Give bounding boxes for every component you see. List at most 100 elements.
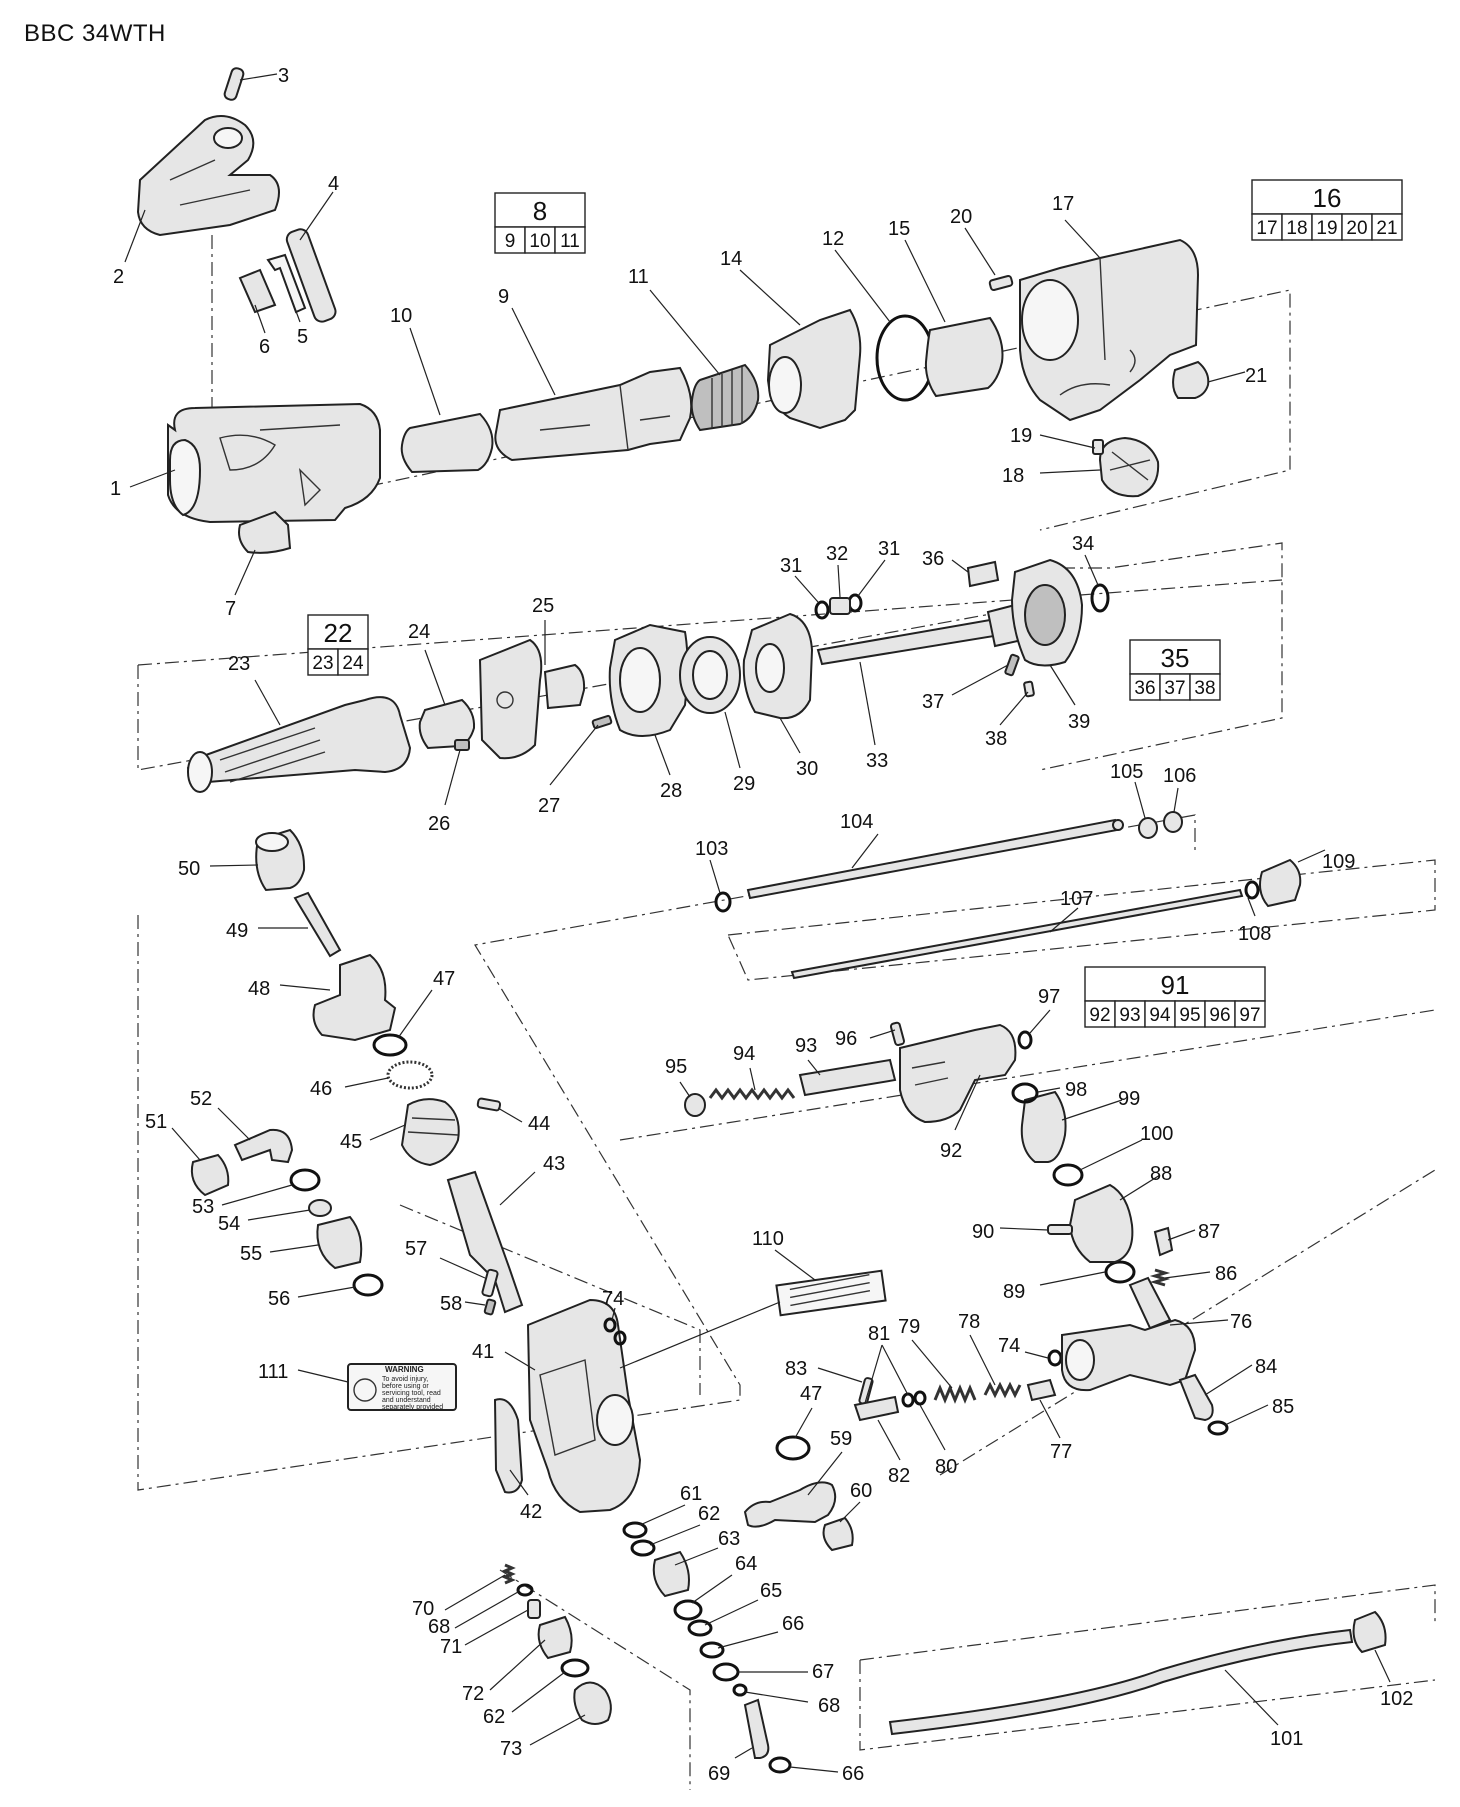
- leader-73: [529, 1714, 586, 1746]
- part-108-ring: [1244, 880, 1260, 900]
- leader-82: [877, 1419, 901, 1461]
- part-17-housing-bore: [1021, 279, 1079, 361]
- callout-62-lower: 62: [483, 1706, 505, 1728]
- part-80-ring: [913, 1390, 927, 1406]
- leader-50: [209, 864, 259, 867]
- leader-38: [999, 691, 1029, 726]
- leader-90: [999, 1227, 1049, 1231]
- kit-91-main: 91: [1161, 970, 1190, 1000]
- callout-47-lower: 47: [800, 1383, 822, 1405]
- kit-91-sub-1: 92: [1089, 1005, 1110, 1026]
- callout-31-right: 31: [878, 538, 900, 560]
- kit-91-sub-cell-6: [1234, 1000, 1266, 1028]
- leader-34: [1084, 554, 1099, 586]
- leader-41: [504, 1351, 536, 1371]
- callout-58: 58: [440, 1293, 462, 1315]
- part-111-warning-decal: WARNING To avoid injury, before using or…: [347, 1363, 457, 1411]
- callout-83: 83: [785, 1358, 807, 1380]
- part-41-valve-body: [526, 1298, 642, 1514]
- kit-16-sub-1: 17: [1256, 218, 1277, 239]
- boundary-rod-assembly: [727, 859, 1436, 981]
- callout-100: 100: [1140, 1123, 1173, 1145]
- callout-20: 20: [950, 206, 972, 228]
- boundary-handle-assembly: [137, 814, 1196, 1491]
- leader-36: [951, 559, 969, 573]
- part-46-ball-ring: [386, 1060, 434, 1090]
- part-17-housing-detail: [1059, 257, 1136, 396]
- kit-22-sub-1: 23: [312, 653, 333, 674]
- part-41-valve-body-detail: [539, 1359, 596, 1456]
- part-54-ring: [308, 1199, 332, 1217]
- leader-68b: [744, 1691, 809, 1703]
- part-62b-ring: [560, 1658, 590, 1678]
- part-34-washer: [1090, 583, 1110, 613]
- callout-105: 105: [1110, 761, 1143, 783]
- leader-58: [464, 1301, 486, 1306]
- callout-109: 109: [1322, 851, 1355, 873]
- callout-60: 60: [850, 1480, 872, 1502]
- leader-1: [129, 469, 176, 488]
- part-1-front-head-face: [169, 438, 202, 517]
- part-67-ring: [712, 1662, 740, 1682]
- callout-67: 67: [812, 1661, 834, 1683]
- leader-2: [124, 209, 146, 263]
- leader-27: [549, 724, 599, 786]
- part-2-bracket-hole: [213, 127, 243, 149]
- leader-88: [1119, 1174, 1161, 1201]
- callout-23: 23: [228, 653, 250, 675]
- part-95-plug: [684, 1093, 706, 1117]
- leader-17: [1064, 219, 1101, 259]
- part-79-spring: [933, 1384, 977, 1404]
- part-87-valve: [1153, 1226, 1174, 1257]
- leader-93: [807, 1059, 821, 1076]
- part-57-pin: [481, 1268, 499, 1298]
- callout-45: 45: [340, 1131, 362, 1153]
- leader-55: [269, 1244, 319, 1253]
- leader-63: [674, 1547, 719, 1566]
- part-68b-ring: [732, 1683, 748, 1697]
- part-23-shank-splines: [219, 727, 326, 783]
- part-2-bracket-detail: [169, 159, 251, 206]
- callout-25: 25: [532, 595, 554, 617]
- callout-87: 87: [1198, 1221, 1220, 1243]
- leader-97: [1029, 1009, 1051, 1034]
- boundary-valve-assembly: [619, 1009, 1436, 1141]
- callout-12: 12: [822, 228, 844, 250]
- part-111-decal-icon: [353, 1378, 377, 1402]
- part-30-endcap-bore: [755, 643, 785, 693]
- leader-39: [1049, 664, 1076, 706]
- parts: WARNING To avoid injury, before using or…: [136, 67, 1387, 1774]
- part-63-valve: [652, 1550, 690, 1598]
- part-1-front-head: [167, 402, 381, 524]
- callout-68-right: 68: [818, 1695, 840, 1717]
- callout-43: 43: [543, 1153, 565, 1175]
- callout-27: 27: [538, 795, 560, 817]
- leader-62b: [511, 1671, 566, 1713]
- callout-31-left: 31: [780, 555, 802, 577]
- callout-30: 30: [796, 758, 818, 780]
- part-76-housing-face: [1065, 1339, 1095, 1381]
- part-99-sleeve: [1020, 1090, 1067, 1163]
- callout-44: 44: [528, 1113, 550, 1135]
- leader-70: [444, 1574, 506, 1611]
- part-64-ring: [673, 1599, 703, 1621]
- part-89-ring: [1104, 1260, 1136, 1284]
- kit-8-sub-2: 10: [529, 231, 550, 252]
- leader-12: [834, 249, 891, 323]
- leader-29: [724, 711, 741, 769]
- callout-101: 101: [1270, 1728, 1303, 1750]
- part-101-tube: [888, 1628, 1354, 1736]
- kit-16-sub-cell-1: [1251, 213, 1283, 241]
- leader-6: [254, 304, 266, 334]
- kit-table-8: 8 9 10 11: [494, 192, 586, 254]
- part-111-decal-line-2: before using or: [382, 1383, 429, 1390]
- part-43-stem: [446, 1170, 524, 1314]
- part-85-ring: [1207, 1420, 1229, 1436]
- part-23-shank: [186, 696, 412, 784]
- part-29-bearing-inner: [692, 650, 728, 700]
- leader-48: [279, 984, 331, 991]
- part-9-sleeve-detail: [539, 384, 671, 451]
- callout-95: 95: [665, 1056, 687, 1078]
- part-98-ring: [1011, 1082, 1039, 1104]
- part-86-spring: [1149, 1268, 1171, 1287]
